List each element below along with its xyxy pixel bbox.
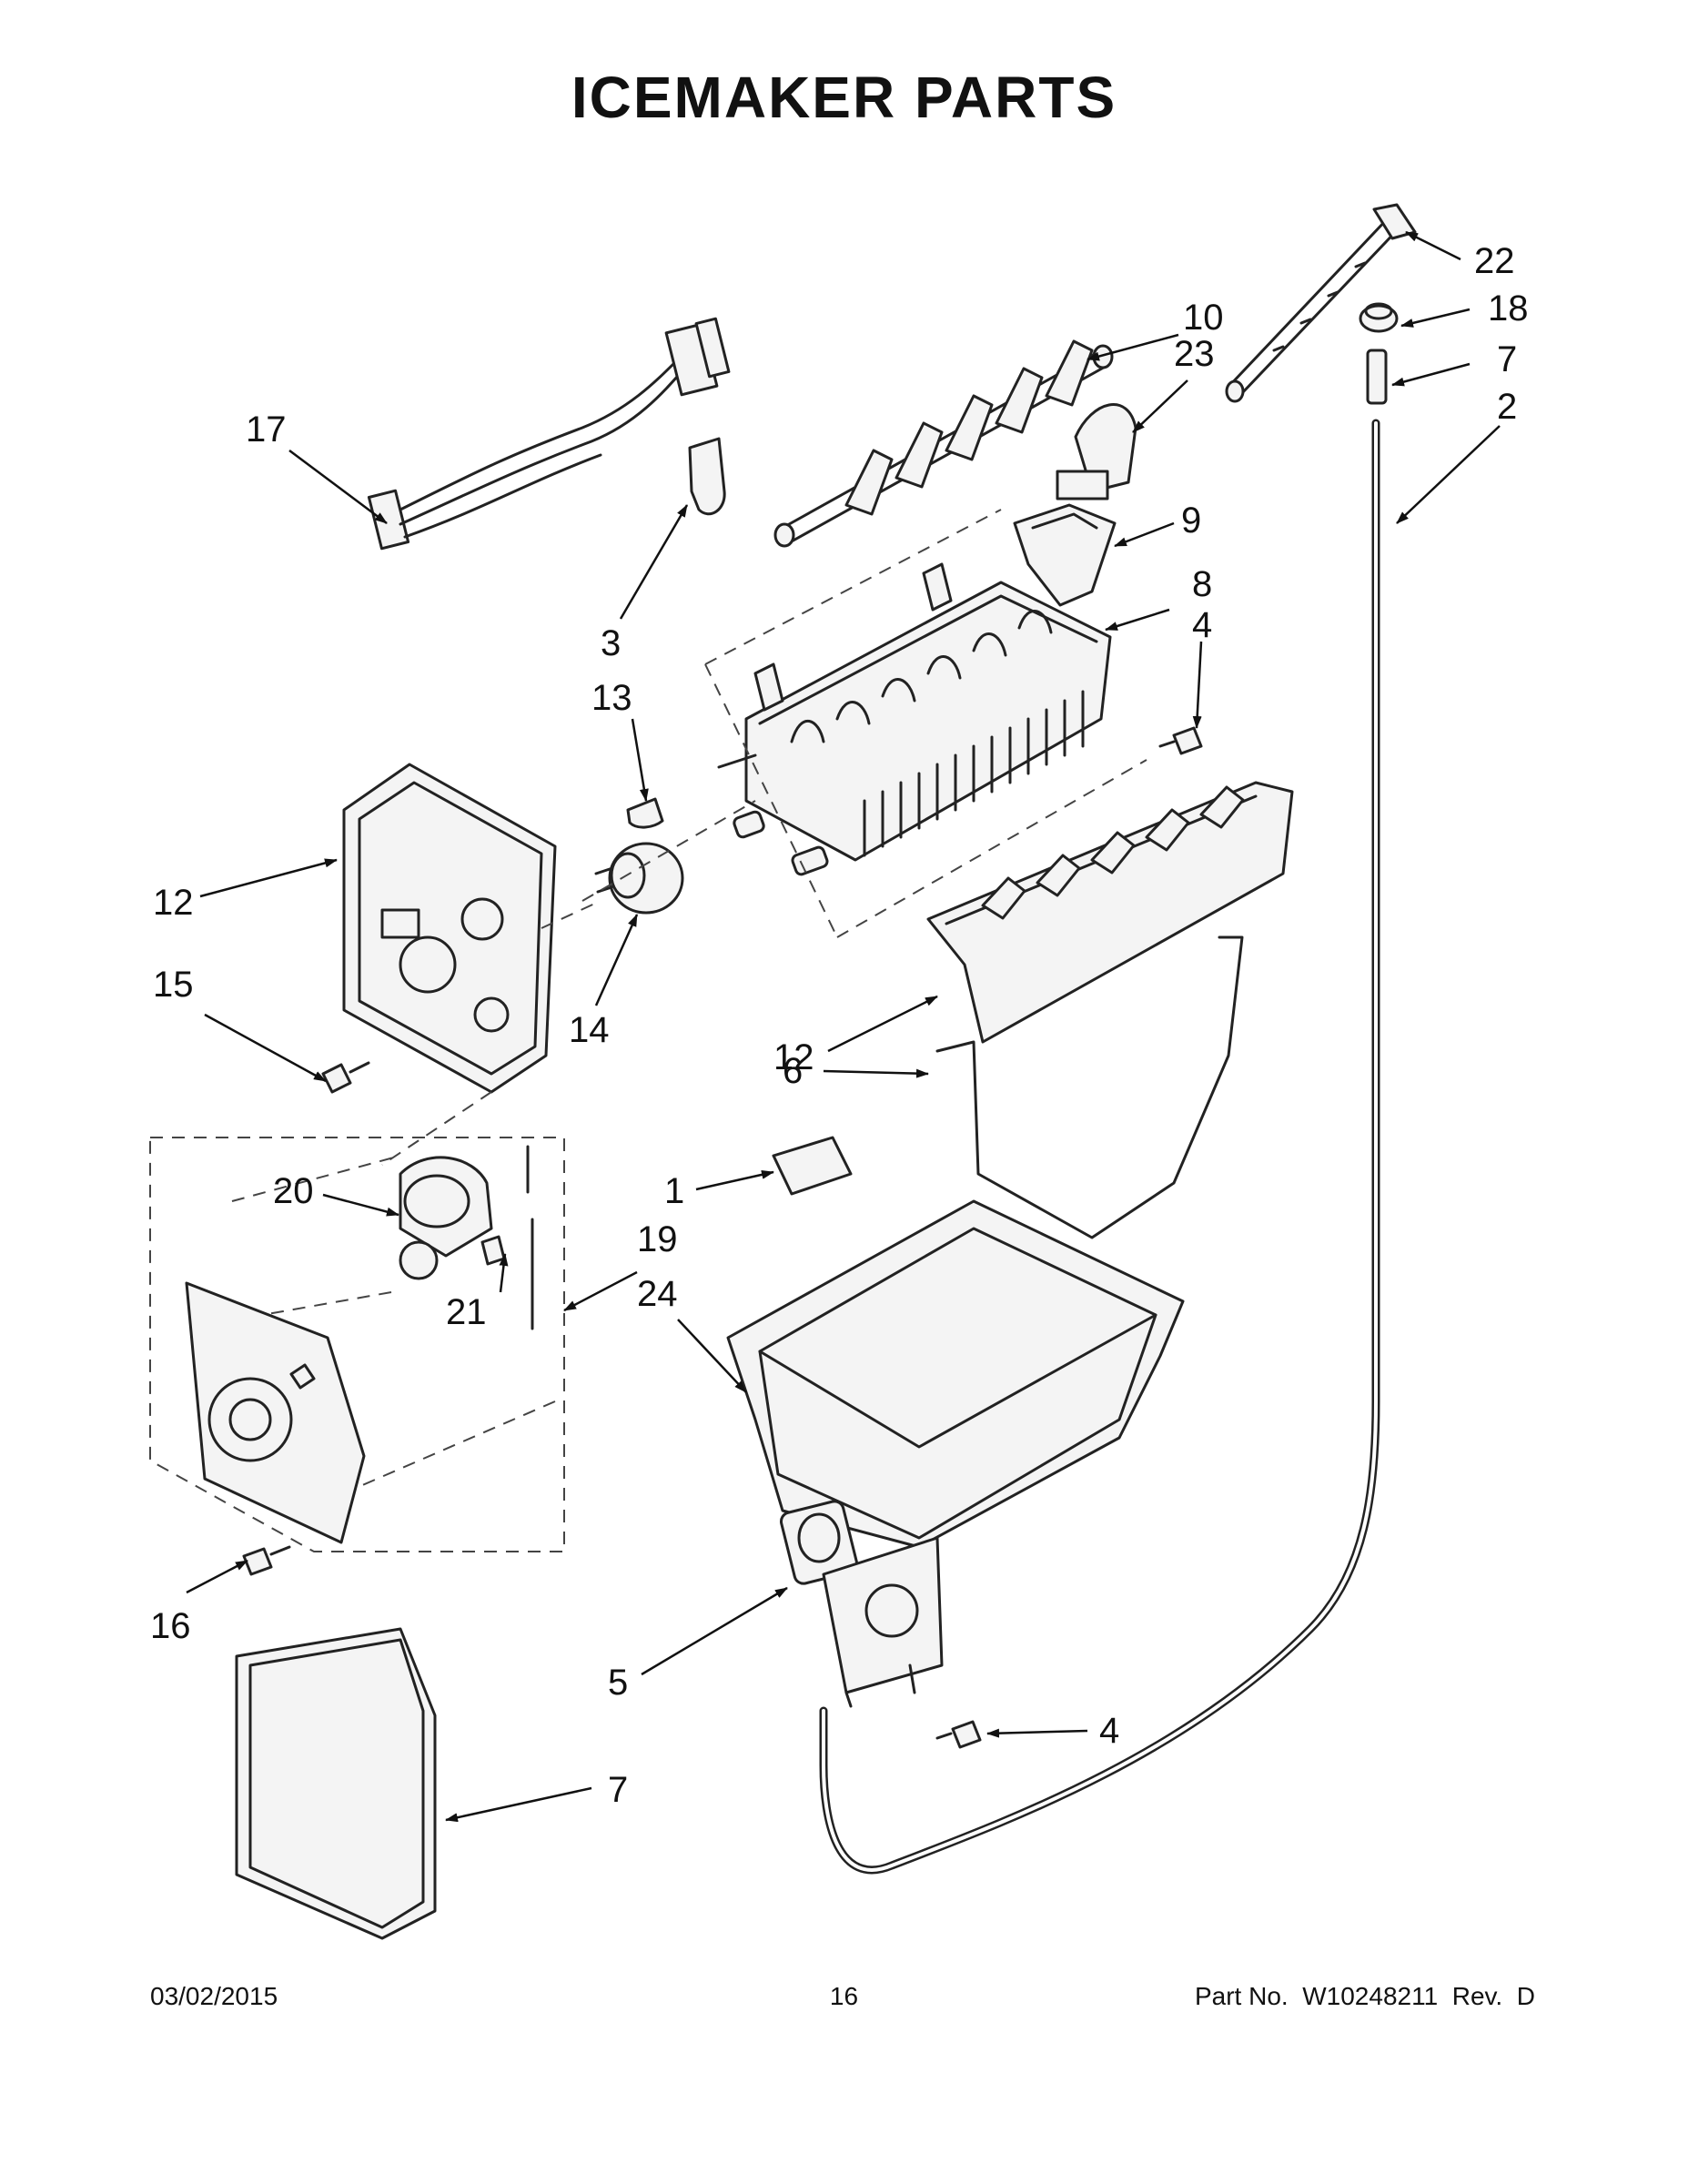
- callout-12: 12: [773, 1037, 814, 1077]
- callout-17: 16: [150, 1606, 191, 1646]
- ice-mold-part: [717, 562, 1112, 876]
- callout-10: 9: [1181, 500, 1201, 541]
- ice-bin-part: [726, 1199, 1185, 1549]
- fill-cup-part: [1013, 503, 1117, 607]
- callout-22: 21: [446, 1292, 487, 1332]
- callout-18: 17: [246, 410, 287, 450]
- footer-date: 03/02/2015: [150, 1982, 278, 2010]
- compression-nut-part: [1359, 302, 1399, 333]
- callout-24: 23: [1174, 334, 1215, 374]
- callout-19: 18: [1488, 288, 1529, 329]
- fill-tube-part: [1225, 203, 1417, 403]
- housing-screw-part: [321, 1061, 370, 1094]
- bracket-clip-part: [772, 1136, 853, 1196]
- motor-pin-part: [480, 1235, 506, 1266]
- module-plate-part: [185, 1281, 366, 1544]
- callout-16: 15: [153, 965, 194, 1005]
- valve-screw-part: [935, 1720, 982, 1749]
- page-title: ICEMAKER PARTS: [571, 65, 1117, 130]
- stripper-part: [926, 781, 1294, 1044]
- callout-1: 1: [664, 1171, 684, 1211]
- callout-8: 7: [1497, 339, 1517, 379]
- water-tube-part: [819, 419, 1380, 1875]
- callout-7: 7: [608, 1770, 628, 1810]
- mold-screw-part: [1158, 726, 1203, 755]
- motor-part: [399, 1145, 534, 1330]
- leader-lines: [186, 230, 1501, 1823]
- bearing-part: [1056, 403, 1137, 500]
- callout-23: 22: [1474, 241, 1515, 281]
- callout-4-lower: 4: [1099, 1711, 1119, 1751]
- tube-sleeve-part: [1366, 349, 1388, 405]
- footer-page-number: 16: [829, 1982, 859, 2010]
- callout-4-upper: 4: [1192, 605, 1212, 645]
- callout-15: 14: [569, 1010, 610, 1050]
- callout-20: 19: [637, 1219, 678, 1259]
- control-housing-part: [342, 763, 557, 1094]
- callout-25: 24: [637, 1274, 678, 1314]
- callout-2: 2: [1497, 387, 1517, 427]
- callout-5: 5: [608, 1663, 628, 1703]
- wire-harness-part: [367, 317, 731, 551]
- thermostat-part: [594, 842, 684, 915]
- callout-14: 13: [591, 678, 632, 718]
- callout-3: 3: [601, 623, 621, 663]
- callout-9: 8: [1192, 564, 1212, 604]
- callout-11: 10: [1183, 298, 1224, 338]
- foam-pad-part: [235, 1627, 437, 1940]
- harness-clip-part: [688, 437, 726, 516]
- thermostat-clip-part: [626, 797, 664, 829]
- footer-part-number: Part No. W10248211 Rev. D: [1194, 1982, 1535, 2010]
- callout-21: 20: [273, 1171, 314, 1211]
- shutoff-arm-part: [935, 935, 1244, 1239]
- callout-6: 6: [783, 1051, 803, 1091]
- ejector-blade-part: [773, 339, 1114, 548]
- module-screw-part: [242, 1545, 291, 1576]
- callout-labels: 22 18 7 2 10 23 9 8 4 17 3 13 12 14 15 1…: [150, 241, 1529, 1810]
- callout-13: 12: [153, 883, 194, 923]
- water-valve-part: [779, 1500, 944, 1708]
- module-assembly-group: [149, 1137, 565, 1552]
